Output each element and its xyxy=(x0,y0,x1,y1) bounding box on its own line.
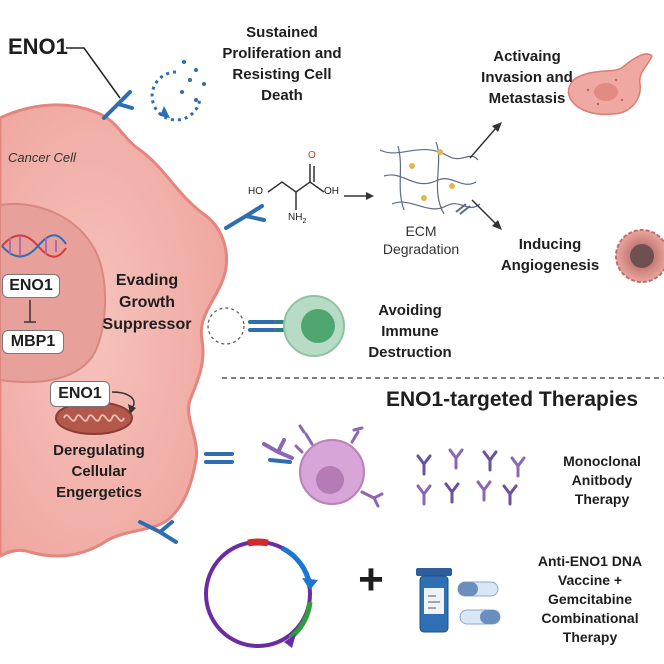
invasion-line-2: Invasion and xyxy=(481,69,573,86)
serine-nh-sub: 2 xyxy=(302,218,307,225)
angiogenesis-line-2: Angiogenesis xyxy=(500,257,600,274)
vaccine-label: Anti-ENO1 DNA Vaccine + Gemcitabine Comb… xyxy=(522,552,658,647)
proliferation-line-2: Proliferation and xyxy=(222,45,342,62)
vaccine-line-3: Gemcitabine xyxy=(547,591,633,607)
vaccine-line-1: Anti-ENO1 DNA xyxy=(537,553,643,569)
antibody-icon xyxy=(138,520,178,544)
antibody-icon xyxy=(248,320,276,332)
capsule-icon xyxy=(459,609,501,625)
antibody-cluster-icon xyxy=(416,448,526,506)
proliferation-cycle-icon xyxy=(150,60,206,122)
plasmid-icon xyxy=(204,538,313,648)
eno1-pointer-line xyxy=(66,47,121,99)
immune-line-2: Immune xyxy=(381,323,439,340)
evading-label: Evading Growth Suppressor xyxy=(102,270,192,336)
metastatic-cell-icon xyxy=(567,53,653,116)
small-antibody-icon xyxy=(455,203,471,215)
vaccine-line-4: Combinational xyxy=(541,610,639,626)
serine-o: O xyxy=(308,150,316,161)
arrowhead xyxy=(366,192,374,200)
invasion-line-3: Metastasis xyxy=(488,90,566,107)
macrophage-icon xyxy=(294,424,384,508)
arrow-to-angiogenesis xyxy=(471,199,497,225)
ecm-label: ECM Degradation xyxy=(372,222,470,258)
arrow-eno1-to-mito xyxy=(111,391,135,409)
eno1-gene-box: ENO1 xyxy=(2,274,60,298)
ecm-line-2: Degradation xyxy=(382,241,460,257)
proliferation-label: Sustained Proliferation and Resisting Ce… xyxy=(212,22,352,106)
plasmid-arrowhead xyxy=(284,634,296,648)
arrowhead xyxy=(492,220,502,230)
immune-label: Avoiding Immune Destruction xyxy=(356,300,464,363)
invasion-label: Activaing Invasion and Metastasis xyxy=(462,46,592,109)
evading-line-3: Suppressor xyxy=(102,316,192,333)
energetics-line-3: Engergetics xyxy=(56,484,142,501)
serine-oh: OH xyxy=(324,186,339,197)
antibody-icon xyxy=(204,452,234,464)
serine-nh2: NH2 xyxy=(288,212,306,225)
monoclonal-line-2: Anitbody xyxy=(571,472,633,488)
arrowhead xyxy=(492,122,502,132)
monoclonal-label: Monoclonal Anitbody Therapy xyxy=(552,452,652,509)
plasmid-arrowhead xyxy=(302,578,318,590)
proliferation-line-1: Sustained xyxy=(246,24,318,41)
energetics-label: Deregulating Cellular Engergetics xyxy=(44,440,154,503)
mbp1-box: MBP1 xyxy=(2,330,64,354)
antibody-icon xyxy=(224,204,266,230)
energetics-line-2: Cellular xyxy=(71,463,127,480)
antibody-icon xyxy=(102,90,134,120)
immune-line-1: Avoiding xyxy=(378,302,442,319)
proliferation-line-3: Resisting Cell xyxy=(232,66,332,83)
monoclonal-line-1: Monoclonal xyxy=(563,453,641,469)
invasion-line-1: Activaing xyxy=(493,48,561,65)
evading-line-1: Evading xyxy=(115,272,179,289)
evading-line-2: Growth xyxy=(119,294,175,311)
eno1-mito-box: ENO1 xyxy=(50,381,110,407)
ecm-line-1: ECM xyxy=(405,223,437,239)
therapies-title: ENO1-targeted Therapies xyxy=(386,388,639,411)
tumor-angiogenesis-icon xyxy=(615,229,664,283)
t-cell-icon xyxy=(283,295,345,357)
dashed-cell-fragment xyxy=(207,307,245,345)
arrow-to-invasion xyxy=(469,127,497,159)
angiogenesis-label: Inducing Angiogenesis xyxy=(494,234,606,276)
proliferation-line-4: Death xyxy=(261,87,303,104)
serine-nh: NH xyxy=(288,212,303,223)
serine-structure xyxy=(267,164,325,210)
eno1-top-label: ENO1 xyxy=(8,34,68,59)
dna-helix-icon xyxy=(1,234,67,258)
therapeutic-antibody-icon xyxy=(262,438,294,464)
angiogenesis-line-1: Inducing xyxy=(518,236,582,253)
serine-ho: HO xyxy=(248,186,263,197)
arrowhead xyxy=(128,404,136,414)
monoclonal-line-3: Therapy xyxy=(574,491,630,507)
cancer-cell-label: Cancer Cell xyxy=(8,150,76,165)
plus-sign: + xyxy=(358,555,384,604)
drug-bottle-icon xyxy=(416,568,452,633)
vaccine-line-5: Therapy xyxy=(562,629,618,645)
immune-line-3: Destruction xyxy=(368,344,452,361)
vaccine-line-2: Vaccine + xyxy=(557,572,623,588)
ecm-fibers-icon xyxy=(379,141,481,215)
capsule-icon xyxy=(457,581,499,597)
energetics-line-1: Deregulating xyxy=(53,442,145,459)
